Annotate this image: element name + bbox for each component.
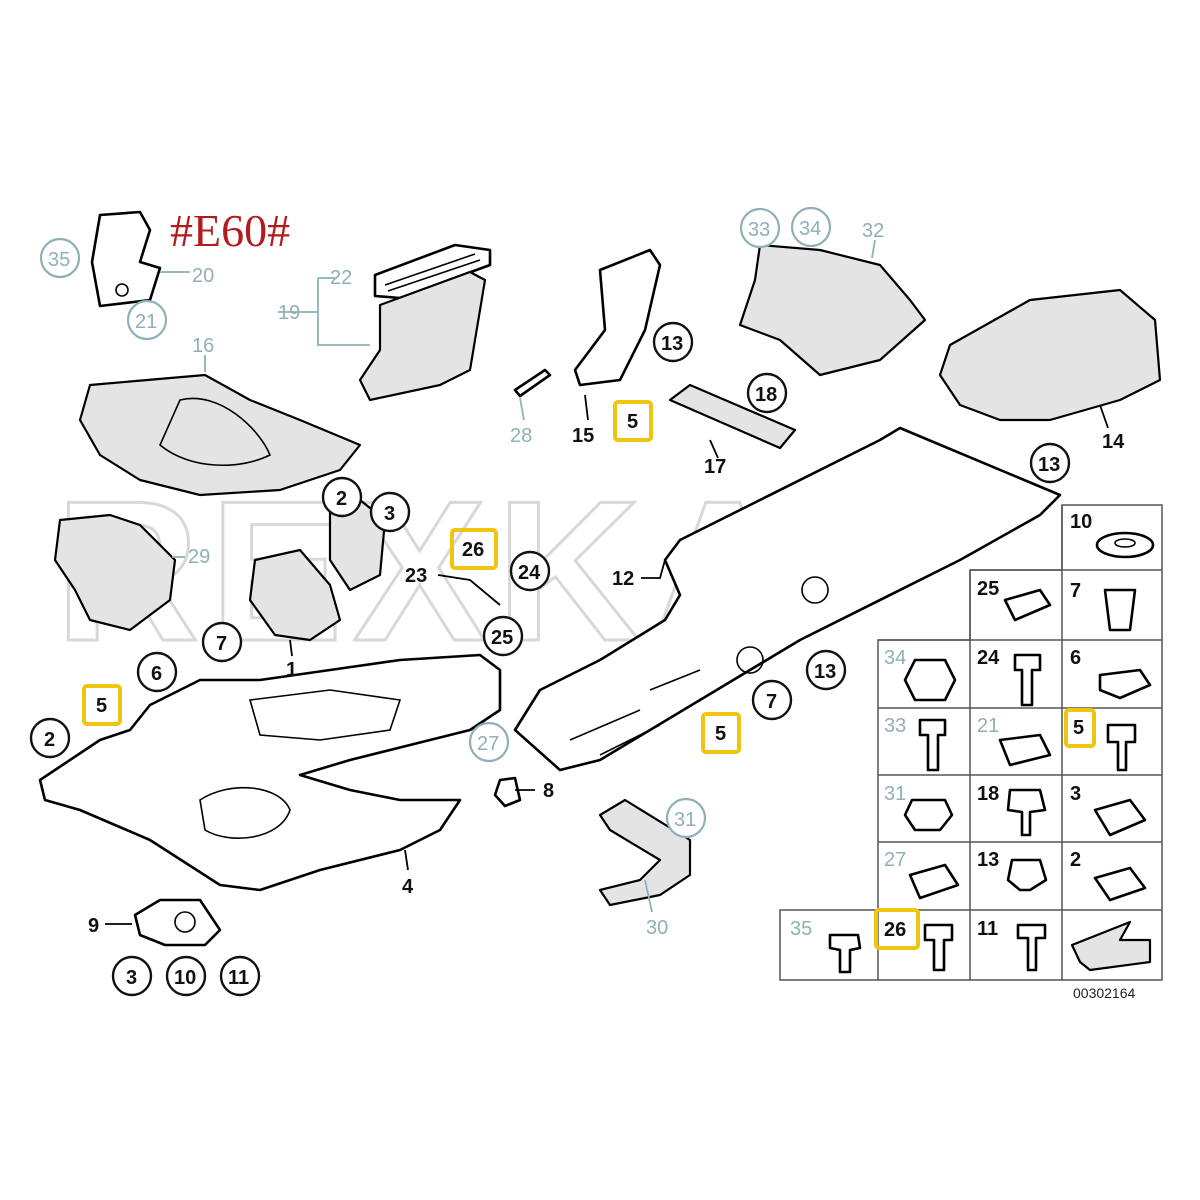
callout-12: 12 xyxy=(612,568,634,590)
callout-2-a: 2 xyxy=(336,488,347,510)
grid-label-26: 26 xyxy=(884,919,906,941)
grid-label-10: 10 xyxy=(1070,511,1092,533)
callout-1: 1 xyxy=(286,659,297,681)
callout-13-c: 13 xyxy=(814,661,836,683)
callout-7-a: 7 xyxy=(216,633,227,655)
callout-30: 30 xyxy=(646,917,668,939)
grid-label-11: 11 xyxy=(977,918,998,940)
callout-6: 6 xyxy=(151,663,162,685)
callout-2-b: 2 xyxy=(44,729,55,751)
grid-label-35: 35 xyxy=(790,918,812,940)
callout-21: 21 xyxy=(135,311,157,333)
grid-label-13: 13 xyxy=(977,849,999,871)
callout-35: 35 xyxy=(48,249,70,271)
fastener-grid: 10 25 7 34 24 6 33 21 5 31 18 3 27 13 2 … xyxy=(779,504,1163,981)
callout-9: 9 xyxy=(88,915,99,937)
leader-lines xyxy=(105,239,1109,925)
callout-5-c: 5 xyxy=(715,723,726,745)
callout-16: 16 xyxy=(192,335,214,357)
document-number: 00302164 xyxy=(1073,985,1136,1001)
callout-5-b: 5 xyxy=(96,695,107,717)
grid-label-21: 21 xyxy=(977,715,999,737)
callout-29: 29 xyxy=(188,546,210,568)
callout-22: 22 xyxy=(330,267,352,289)
grid-label-5: 5 xyxy=(1073,717,1084,739)
callout-26-a: 26 xyxy=(462,539,484,561)
grid-label-31: 31 xyxy=(884,783,906,805)
grid-label-33: 33 xyxy=(884,715,906,737)
callout-33: 33 xyxy=(748,219,770,241)
grid-label-2: 2 xyxy=(1070,849,1081,871)
fastener-glyphs xyxy=(828,531,1155,974)
part-drawings xyxy=(38,210,1162,947)
callout-20: 20 xyxy=(192,265,214,287)
grid-label-18: 18 xyxy=(977,783,999,805)
grid-label-27: 27 xyxy=(884,849,906,871)
callout-15: 15 xyxy=(572,425,594,447)
callout-5-a: 5 xyxy=(627,411,638,433)
callout-17: 17 xyxy=(704,456,726,478)
callouts: 35 20 21 22 19 16 28 15 5 13 18 17 33 34… xyxy=(29,206,1125,997)
grid-label-25: 25 xyxy=(977,578,999,600)
callout-25: 25 xyxy=(491,627,513,649)
grid-label-24: 24 xyxy=(977,647,1000,669)
grid-label-7: 7 xyxy=(1070,580,1081,602)
callout-3-a: 3 xyxy=(384,503,395,525)
callout-14: 14 xyxy=(1102,431,1125,453)
callout-32: 32 xyxy=(862,220,884,242)
callout-13-a: 13 xyxy=(661,333,683,355)
callout-28: 28 xyxy=(510,425,532,447)
grid-label-6: 6 xyxy=(1070,647,1081,669)
grid-label-3: 3 xyxy=(1070,783,1081,805)
callout-24: 24 xyxy=(518,562,541,584)
callout-19: 19 xyxy=(278,302,300,324)
callout-3-b: 3 xyxy=(126,967,137,989)
callout-11: 11 xyxy=(228,967,249,989)
callout-10: 10 xyxy=(174,967,196,989)
callout-7-b: 7 xyxy=(766,691,777,713)
callout-34: 34 xyxy=(799,218,821,240)
callout-23: 23 xyxy=(405,565,427,587)
callout-8: 8 xyxy=(543,780,554,802)
grid-label-34: 34 xyxy=(884,647,906,669)
callout-27: 27 xyxy=(477,733,499,755)
callout-18: 18 xyxy=(755,384,777,406)
callout-31: 31 xyxy=(674,809,696,831)
callout-4: 4 xyxy=(402,876,414,898)
model-tag: #E60# xyxy=(170,205,290,256)
callout-13-b: 13 xyxy=(1038,454,1060,476)
